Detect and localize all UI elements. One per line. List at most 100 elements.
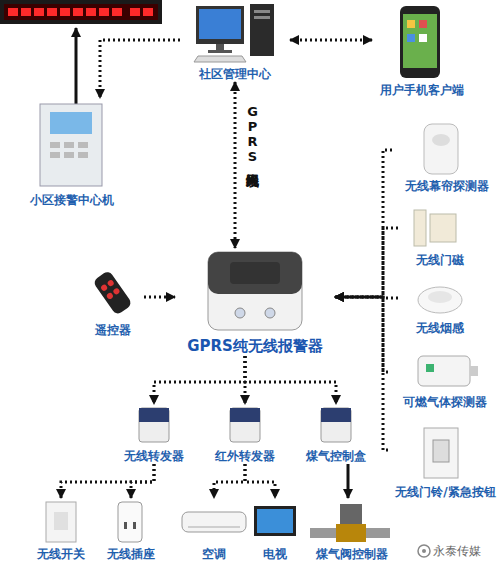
alarm-unit-icon-part [208,252,302,294]
device-label: 无线开关 [37,547,85,562]
sign-feed-arrow [75,28,78,104]
link-arrow [100,40,180,98]
tv-icon [254,506,296,536]
alarm-unit-icon-part [230,262,280,284]
link-arrow [335,297,388,372]
device-node: 可燃气体探测器 [388,352,502,410]
link-arrow [154,356,245,404]
main-device-label: GPRS纯无线报警器 [187,337,323,356]
device-node: 煤气控制盒 [290,404,382,464]
phone-icon-part [403,14,437,68]
alarm-unit-icon-part [235,308,245,318]
alarm-unit-icon [208,252,302,330]
device-node: 用户手机客户端 [372,4,472,98]
smoke-detector-icon [418,287,462,313]
transmitter-icon-part [321,408,351,442]
tv-icon-part [257,509,293,533]
gas-valve-icon [310,504,390,542]
device-label: 空调 [202,547,226,562]
alarm-center-icon [40,104,102,186]
alarm-unit-icon-part [208,252,302,330]
device-node: 无线烟感 [398,280,482,336]
socket-icon-part [118,502,142,542]
computer-icon-part [250,4,274,56]
device-label: 无线门磁 [416,253,464,268]
remote-icon-part [107,279,115,287]
led-sign-part [21,8,31,16]
device-label: 无线幕帘探测器 [405,179,489,194]
door-magnet-icon [414,210,456,246]
computer-icon-part [196,6,244,44]
alarm-center-icon-part [78,152,88,158]
led-sign-part [47,8,57,16]
watermark: 永泰传媒 [433,543,481,560]
curtain-detector-icon-part [432,134,450,146]
socket-icon-part [124,522,127,529]
device-node: 无线插座 [98,498,164,562]
socket-icon-part [133,522,136,529]
link-arrow [335,228,398,297]
curtain-detector-icon [424,124,458,174]
remote-icon [92,270,132,316]
door-magnet-icon-part [430,214,456,242]
alarm-center-icon-part [50,142,60,148]
computer-icon-part [254,16,270,19]
computer-icon-part [208,50,232,53]
alarm-center-icon-part [64,142,74,148]
transmitter-icon-part [230,408,260,442]
link-arrow [244,356,247,404]
watermark-icon-part [422,549,426,553]
link-arrow [144,296,175,299]
device-label: 无线插座 [107,547,155,562]
led-sign-part [112,8,122,16]
device-label: 红外转发器 [215,449,275,464]
watermark-icon-part [418,545,430,557]
device-label: 煤气控制盒 [306,449,366,464]
led-sign-part [60,8,70,16]
link-arrow [131,464,154,498]
alarm-center-icon-part [50,152,60,158]
computer-icon-part [194,56,246,62]
device-node: GPRS纯无线报警器 [175,248,335,356]
device-node: 无线门铃/紧急按钮 [388,424,503,500]
edge-label: GPRS无线网络 [244,104,260,164]
transmitter-icon [139,408,351,442]
computer-icon-part [254,10,270,13]
transmitter-icon-part [321,408,351,422]
device-label: 煤气阀控制器 [316,547,388,562]
link-arrow [245,356,336,404]
switch-icon-part [46,502,76,542]
device-node: 无线开关 [26,498,96,562]
link-arrow [347,464,350,498]
curtain-detector-icon-part [424,124,458,174]
device-label: 电视 [263,547,287,562]
link-arrow [245,464,275,498]
phone-icon-part [407,34,415,42]
air-conditioner-icon-part [188,527,240,528]
device-label: 社区管理中心 [199,67,271,82]
computer-icon [194,4,274,62]
led-sign-part [99,8,109,16]
phone-icon [400,6,440,78]
remote-icon-part [100,284,108,292]
device-node: 电视 [250,498,300,562]
transmitter-icon-part [230,408,260,422]
alarm-center-icon-part [40,104,102,186]
alarm-center-icon-part [50,112,92,134]
switch-icon-part [54,512,68,530]
device-node: 无线门磁 [398,206,482,268]
alarm-center-icon-part [78,142,88,148]
smoke-detector-icon-part [418,287,462,313]
device-label: 用户手机客户端 [380,83,464,98]
transmitter-icon-part [139,408,169,442]
link-arrow [61,464,154,498]
door-magnet-icon-part [414,210,426,246]
tv-icon-part [254,506,296,536]
phone-icon-part [419,20,427,28]
led-sign-part [8,8,18,16]
link-arrow [290,39,372,42]
socket-icon [118,502,142,542]
remote-icon-part [112,287,120,295]
led-sign-part [34,8,44,16]
device-label: 遥控器 [95,323,131,338]
